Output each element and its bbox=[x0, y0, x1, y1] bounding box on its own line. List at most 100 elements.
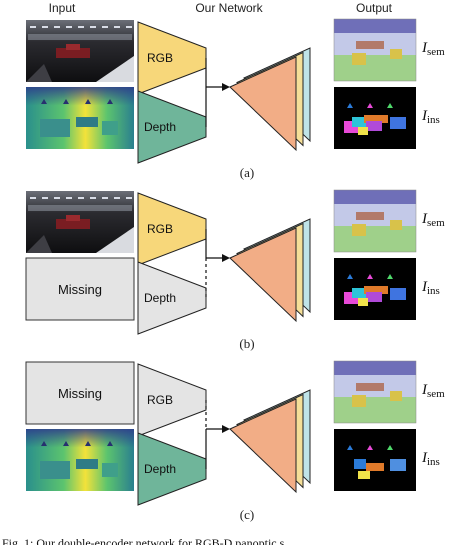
depth-marker bbox=[85, 441, 91, 446]
semantic-output-image-0 bbox=[333, 18, 417, 82]
output-subscript: sem bbox=[427, 388, 445, 400]
ceiling-light bbox=[114, 197, 120, 199]
sem-floor bbox=[334, 55, 416, 81]
floor-shadow bbox=[26, 64, 52, 82]
floor-light bbox=[96, 56, 134, 82]
panels: RGBDepthIsemIins(a)MissingRGBDepthIsemIi… bbox=[25, 18, 445, 522]
sem-floor bbox=[334, 226, 416, 252]
depth-marker bbox=[107, 99, 113, 104]
missing-label: Missing bbox=[58, 282, 102, 297]
sem-sofa bbox=[356, 212, 384, 220]
instance-marker bbox=[347, 103, 353, 108]
sem-ceiling bbox=[334, 361, 416, 375]
ceiling-light bbox=[90, 26, 96, 28]
depth-encoder-2 bbox=[137, 432, 207, 506]
sem-chair bbox=[352, 395, 366, 407]
furniture bbox=[66, 44, 80, 50]
instance-blob bbox=[390, 117, 406, 129]
missing-label: Missing bbox=[58, 386, 102, 401]
instance-marker bbox=[387, 103, 393, 108]
sem-chair bbox=[390, 220, 402, 230]
instance-blob bbox=[364, 115, 388, 123]
ceiling-light bbox=[66, 26, 72, 28]
sem-chair bbox=[352, 53, 366, 65]
depth-marker bbox=[41, 99, 47, 104]
output-subscript: ins bbox=[427, 114, 440, 126]
output-label-ins: Iins bbox=[421, 450, 440, 468]
window-strip bbox=[28, 205, 132, 211]
sem-ceiling bbox=[334, 19, 416, 33]
depth-object bbox=[40, 461, 70, 479]
ceiling-light bbox=[114, 26, 120, 28]
figure-caption: Fig. 1: Our double-encoder network for R… bbox=[2, 536, 285, 545]
panel-label: (b) bbox=[239, 336, 254, 351]
panel-label: (a) bbox=[240, 165, 254, 180]
ceiling-light bbox=[126, 26, 132, 28]
output-subscript: ins bbox=[427, 285, 440, 297]
ceiling-light bbox=[42, 26, 48, 28]
ceiling-light bbox=[78, 197, 84, 199]
output-symbol: I bbox=[421, 279, 428, 295]
output-symbol: I bbox=[421, 211, 428, 227]
instance-marker bbox=[367, 103, 373, 108]
furniture bbox=[66, 215, 80, 221]
instance-blob bbox=[390, 459, 406, 471]
sem-sofa bbox=[356, 383, 384, 391]
header-input: Input bbox=[49, 1, 76, 15]
depth-marker bbox=[85, 99, 91, 104]
ceiling-light bbox=[102, 26, 108, 28]
output-subscript: sem bbox=[427, 217, 445, 229]
output-label-ins: Iins bbox=[421, 279, 440, 297]
output-label-sem: Isem bbox=[421, 40, 445, 58]
depth-object bbox=[76, 117, 98, 127]
instance-marker bbox=[367, 274, 373, 279]
depth-marker bbox=[107, 441, 113, 446]
output-symbol: I bbox=[421, 108, 428, 124]
ceiling-light bbox=[30, 197, 36, 199]
instance-blob bbox=[364, 286, 388, 294]
instance-marker bbox=[387, 445, 393, 450]
instance-blob bbox=[358, 471, 370, 479]
instance-blob bbox=[358, 127, 368, 135]
ceiling-light bbox=[54, 197, 60, 199]
depth-object bbox=[102, 121, 118, 135]
floor-shadow bbox=[26, 235, 52, 253]
rgb-encoder-label: RGB bbox=[147, 393, 173, 407]
missing-input-box-1 bbox=[25, 257, 135, 321]
furniture bbox=[56, 48, 90, 58]
output-subscript: sem bbox=[427, 46, 445, 58]
rgb-encoder-2 bbox=[137, 363, 207, 437]
depth-encoder-label: Depth bbox=[144, 462, 176, 476]
instance-blob bbox=[366, 121, 382, 131]
ceiling-light bbox=[102, 197, 108, 199]
semantic-output-image-2 bbox=[333, 360, 417, 424]
decoder-layer-3 bbox=[229, 227, 297, 323]
sem-sofa bbox=[356, 41, 384, 49]
output-label-ins: Iins bbox=[421, 108, 440, 126]
depth-object bbox=[40, 119, 70, 137]
sem-chair bbox=[390, 391, 402, 401]
instance-marker bbox=[347, 445, 353, 450]
ceiling-light bbox=[54, 26, 60, 28]
depth-marker bbox=[63, 441, 69, 446]
depth-marker bbox=[63, 99, 69, 104]
depth-marker bbox=[41, 441, 47, 446]
ceiling-light bbox=[30, 26, 36, 28]
depth-encoder-label: Depth bbox=[144, 120, 176, 134]
instance-blob bbox=[352, 117, 368, 127]
output-label-sem: Isem bbox=[421, 382, 445, 400]
decoder-layer-3 bbox=[229, 398, 297, 494]
depth-encoder-1 bbox=[137, 261, 207, 335]
window-strip bbox=[28, 34, 132, 40]
instance-marker bbox=[367, 445, 373, 450]
depth-object bbox=[102, 463, 118, 477]
output-symbol: I bbox=[421, 40, 428, 56]
instance-blob bbox=[352, 288, 368, 298]
ceiling-light bbox=[90, 197, 96, 199]
decoder-layer-3 bbox=[229, 56, 297, 152]
panel-label: (c) bbox=[240, 507, 254, 522]
instance-blob bbox=[366, 463, 384, 471]
rgb-encoder-label: RGB bbox=[147, 51, 173, 65]
